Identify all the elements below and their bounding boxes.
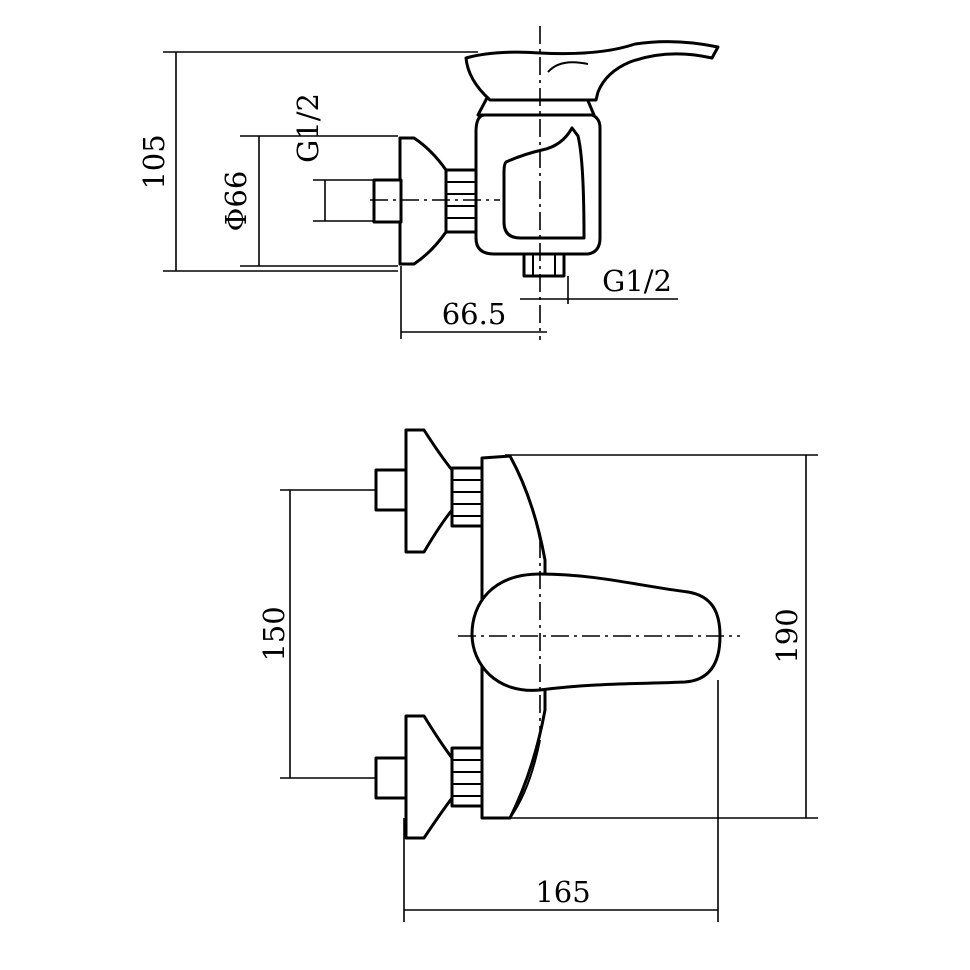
top-view: 150 190 165: [257, 428, 818, 922]
side-threaded-connector: [444, 168, 478, 234]
inlet-spacing-label: 150: [257, 606, 291, 661]
body-length-label: 190: [770, 608, 804, 663]
side-inlet-nut: [372, 178, 403, 224]
side-escutcheon: [398, 136, 448, 266]
height-label: 105: [137, 134, 171, 189]
side-view: 105 Φ66 G1/2 66.5 G1/2: [137, 26, 720, 340]
top-lower-connector: [450, 746, 484, 808]
top-lower-nut: [374, 756, 408, 800]
depth-label: 66.5: [442, 297, 507, 331]
outlet-thread-label: G1/2: [602, 264, 672, 298]
top-lower-escutcheon: [404, 714, 454, 840]
inlet-thread-label: G1/2: [291, 93, 325, 163]
side-outlet-nozzle: [522, 252, 566, 278]
top-lever-handle: [470, 572, 722, 692]
side-lever-handle: [464, 40, 720, 102]
top-upper-nut: [374, 468, 408, 512]
diameter-label: Φ66: [219, 171, 253, 232]
top-upper-connector: [450, 466, 484, 528]
side-body-cutout: [502, 126, 586, 240]
width-label: 165: [535, 875, 590, 909]
top-upper-escutcheon: [404, 428, 454, 554]
